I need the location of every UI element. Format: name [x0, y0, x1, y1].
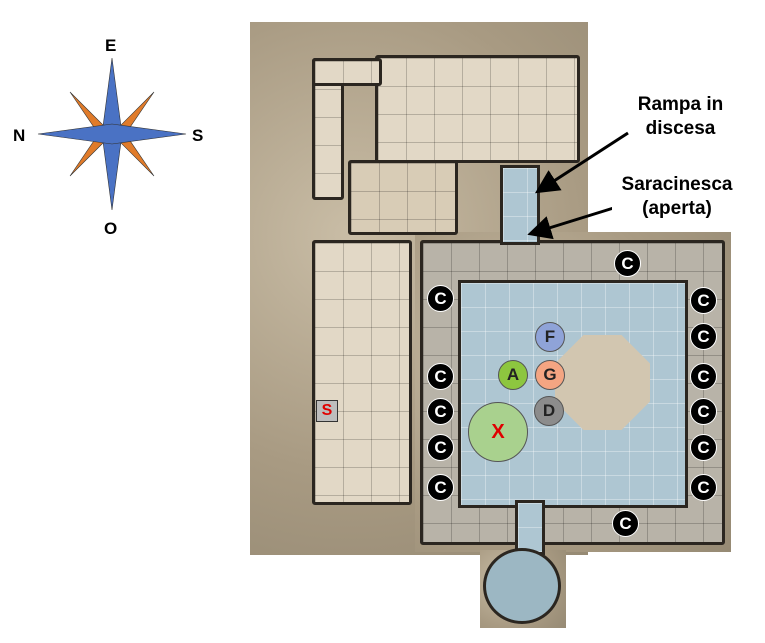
token-c[interactable]: C — [690, 474, 717, 501]
token-g[interactable]: G — [535, 360, 565, 390]
token-c[interactable]: C — [690, 363, 717, 390]
compass-s: S — [192, 126, 204, 145]
token-c[interactable]: C — [614, 250, 641, 277]
compass-rose-icon — [37, 57, 187, 211]
portcullis-label: Saracinesca (aperta) — [612, 173, 742, 221]
token-c[interactable]: C — [690, 434, 717, 461]
token-c[interactable]: C — [427, 285, 454, 312]
compass-n: N — [13, 126, 26, 145]
token-c[interactable]: C — [427, 434, 454, 461]
token-c[interactable]: C — [427, 398, 454, 425]
pillared-hall — [375, 55, 580, 163]
token-c[interactable]: C — [427, 474, 454, 501]
octagonal-platform — [555, 335, 650, 430]
compass-e: E — [105, 36, 117, 55]
token-c[interactable]: C — [690, 398, 717, 425]
token-c[interactable]: C — [612, 510, 639, 537]
ramp-label: Rampa in discesa — [637, 94, 724, 139]
token-s[interactable]: S — [316, 400, 338, 422]
west-cells — [312, 240, 412, 505]
compass-o: O — [104, 219, 118, 238]
portcullis-arrow — [527, 204, 621, 240]
well — [483, 548, 561, 624]
token-c[interactable]: C — [427, 363, 454, 390]
token-d[interactable]: D — [534, 396, 564, 426]
ramp-arrow — [534, 131, 629, 194]
token-a[interactable]: A — [498, 360, 528, 390]
token-x[interactable]: X — [468, 402, 528, 462]
token-c[interactable]: C — [690, 287, 717, 314]
token-c[interactable]: C — [690, 323, 717, 350]
token-f[interactable]: F — [535, 322, 565, 352]
